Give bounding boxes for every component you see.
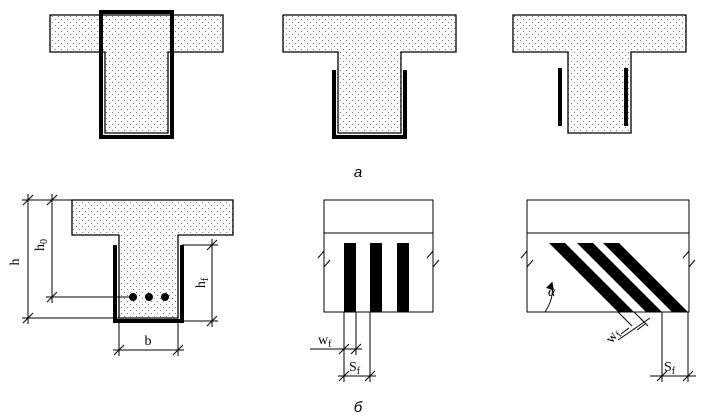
- u-wrap-jacket: [113, 245, 184, 323]
- frp-inclined-strip: [577, 243, 662, 312]
- label-wf: wf: [318, 333, 332, 350]
- t-beam-section: [512, 14, 687, 134]
- frp-strip: [344, 243, 356, 312]
- scheme-u-wrap: [282, 14, 457, 139]
- label-b: b: [145, 334, 152, 349]
- rebar-dot: [145, 293, 153, 301]
- caption-b: б: [354, 399, 363, 416]
- caption-a: а: [354, 164, 362, 181]
- break-line-right: [426, 249, 440, 269]
- label-sf-inclined: Sf: [664, 360, 676, 377]
- rebar-dot: [161, 293, 169, 301]
- break-line-left: [317, 249, 331, 269]
- break-line-left: [520, 249, 534, 269]
- t-beam-section: [71, 199, 234, 319]
- vertical-strips-elevation: wf Sf: [310, 199, 440, 382]
- frp-inclined-strip: [603, 243, 688, 312]
- frp-strip: [397, 243, 409, 312]
- frp-inclined-strip: [549, 243, 634, 312]
- frp-strip: [370, 243, 382, 312]
- u-wrap-jacket: [332, 70, 407, 139]
- scheme-side-bonding: [512, 14, 687, 134]
- label-hf: hf: [194, 277, 211, 288]
- inclined-strips-elevation: α wf Sf: [520, 199, 696, 382]
- t-beam-section: [282, 14, 457, 134]
- label-sf: Sf: [349, 360, 361, 377]
- section-with-dimensions: h h0 hf b: [8, 194, 234, 356]
- t-beam-section: [49, 14, 224, 134]
- full-wrap-jacket: [99, 10, 174, 139]
- break-line-right: [682, 249, 696, 269]
- label-alpha: α: [548, 285, 556, 300]
- scheme-full-wrap: [49, 10, 224, 139]
- label-h: h: [8, 259, 23, 266]
- label-wf-inclined: wf: [603, 326, 625, 347]
- label-h0: h0: [33, 239, 50, 251]
